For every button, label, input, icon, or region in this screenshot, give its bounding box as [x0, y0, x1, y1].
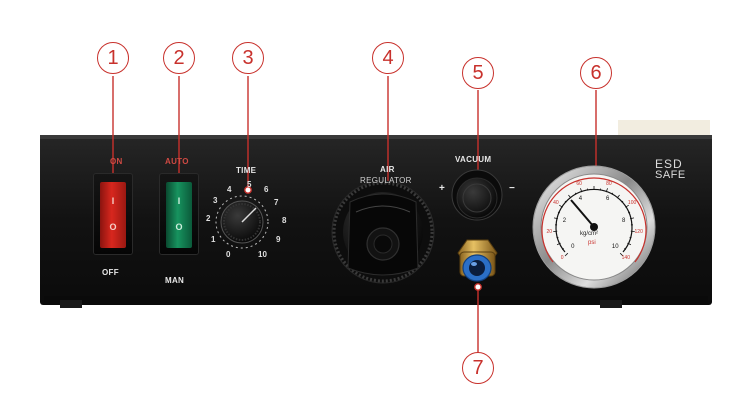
- timer-scale-2: 2: [206, 214, 211, 223]
- gauge-kg-scale-2: 4: [578, 196, 583, 203]
- gauge-psi-scale-1: 20: [546, 228, 553, 235]
- callout-7: 7: [462, 352, 494, 384]
- gauge-psi-scale-0: 0: [560, 255, 564, 262]
- vacuum-label: VACUUM: [455, 155, 492, 164]
- foot: [60, 300, 82, 308]
- esd-badge-line2: SAFE: [655, 169, 686, 181]
- air-regulator-sublabel: REGULATOR: [360, 176, 412, 185]
- timer-scale-5: 5: [247, 180, 252, 189]
- timer-scale-7: 7: [274, 198, 279, 207]
- callout-3: 3: [232, 42, 264, 74]
- air-label: AIR: [380, 165, 395, 174]
- gauge-psi-scale-7: 140: [621, 255, 630, 262]
- gauge-psi-scale-5: 100: [627, 199, 637, 206]
- foot: [600, 300, 622, 308]
- power-off-label: OFF: [102, 268, 119, 277]
- timer-scale-9: 9: [276, 235, 281, 244]
- mode-man-label: MAN: [165, 276, 185, 285]
- gauge-psi-scale-3: 60: [576, 181, 582, 188]
- gauge-kg-scale-5: 10: [611, 244, 619, 251]
- case-top-strip: [618, 120, 710, 136]
- vacuum-minus: −: [509, 183, 516, 194]
- air-regulator-knob: [331, 180, 435, 284]
- timer-label: TIME: [236, 166, 257, 175]
- gauge-psi-scale-6: 120: [634, 228, 643, 235]
- gauge-kg-scale-0: 0: [571, 244, 575, 251]
- pressure-gauge: [532, 165, 656, 289]
- timer-scale-10: 10: [258, 250, 267, 259]
- gauge-unit-psi: psi: [588, 240, 596, 246]
- gauge-kg-scale-4: 8: [621, 218, 626, 225]
- mode-off-mark: O: [175, 222, 183, 232]
- power-off-mark: O: [109, 222, 117, 232]
- gauge-kg-scale-1: 2: [562, 218, 567, 225]
- gauge-psi-scale-4: 80: [606, 181, 612, 188]
- gauge-psi-scale-2: 40: [553, 199, 559, 206]
- vacuum-plus: +: [439, 183, 446, 194]
- power-switch[interactable]: I O: [100, 182, 126, 248]
- callout-2: 2: [163, 42, 195, 74]
- mode-auto-label: AUTO: [165, 157, 189, 166]
- gauge-unit-kg: kg/cm²: [580, 231, 598, 237]
- timer-scale-1: 1: [211, 235, 216, 244]
- timer-scale-6: 6: [264, 185, 269, 194]
- callout-6: 6: [580, 57, 612, 89]
- timer-scale-8: 8: [282, 216, 287, 225]
- callout-1: 1: [97, 42, 129, 74]
- timer-knob: [215, 195, 269, 249]
- esd-badge-line1: ESD: [655, 157, 683, 171]
- mode-switch[interactable]: I O: [166, 182, 192, 248]
- timer-scale-0: 0: [226, 250, 231, 259]
- mode-on-mark: I: [177, 196, 181, 206]
- power-on-label: ON: [110, 157, 123, 166]
- callout-5: 5: [462, 57, 494, 89]
- gauge-kg-scale-3: 6: [605, 196, 610, 203]
- vacuum-knob: [451, 169, 503, 221]
- power-on-mark: I: [111, 196, 115, 206]
- push-fitting: [457, 239, 498, 282]
- timer-scale-4: 4: [227, 185, 232, 194]
- callout-4: 4: [372, 42, 404, 74]
- timer-scale-3: 3: [213, 196, 218, 205]
